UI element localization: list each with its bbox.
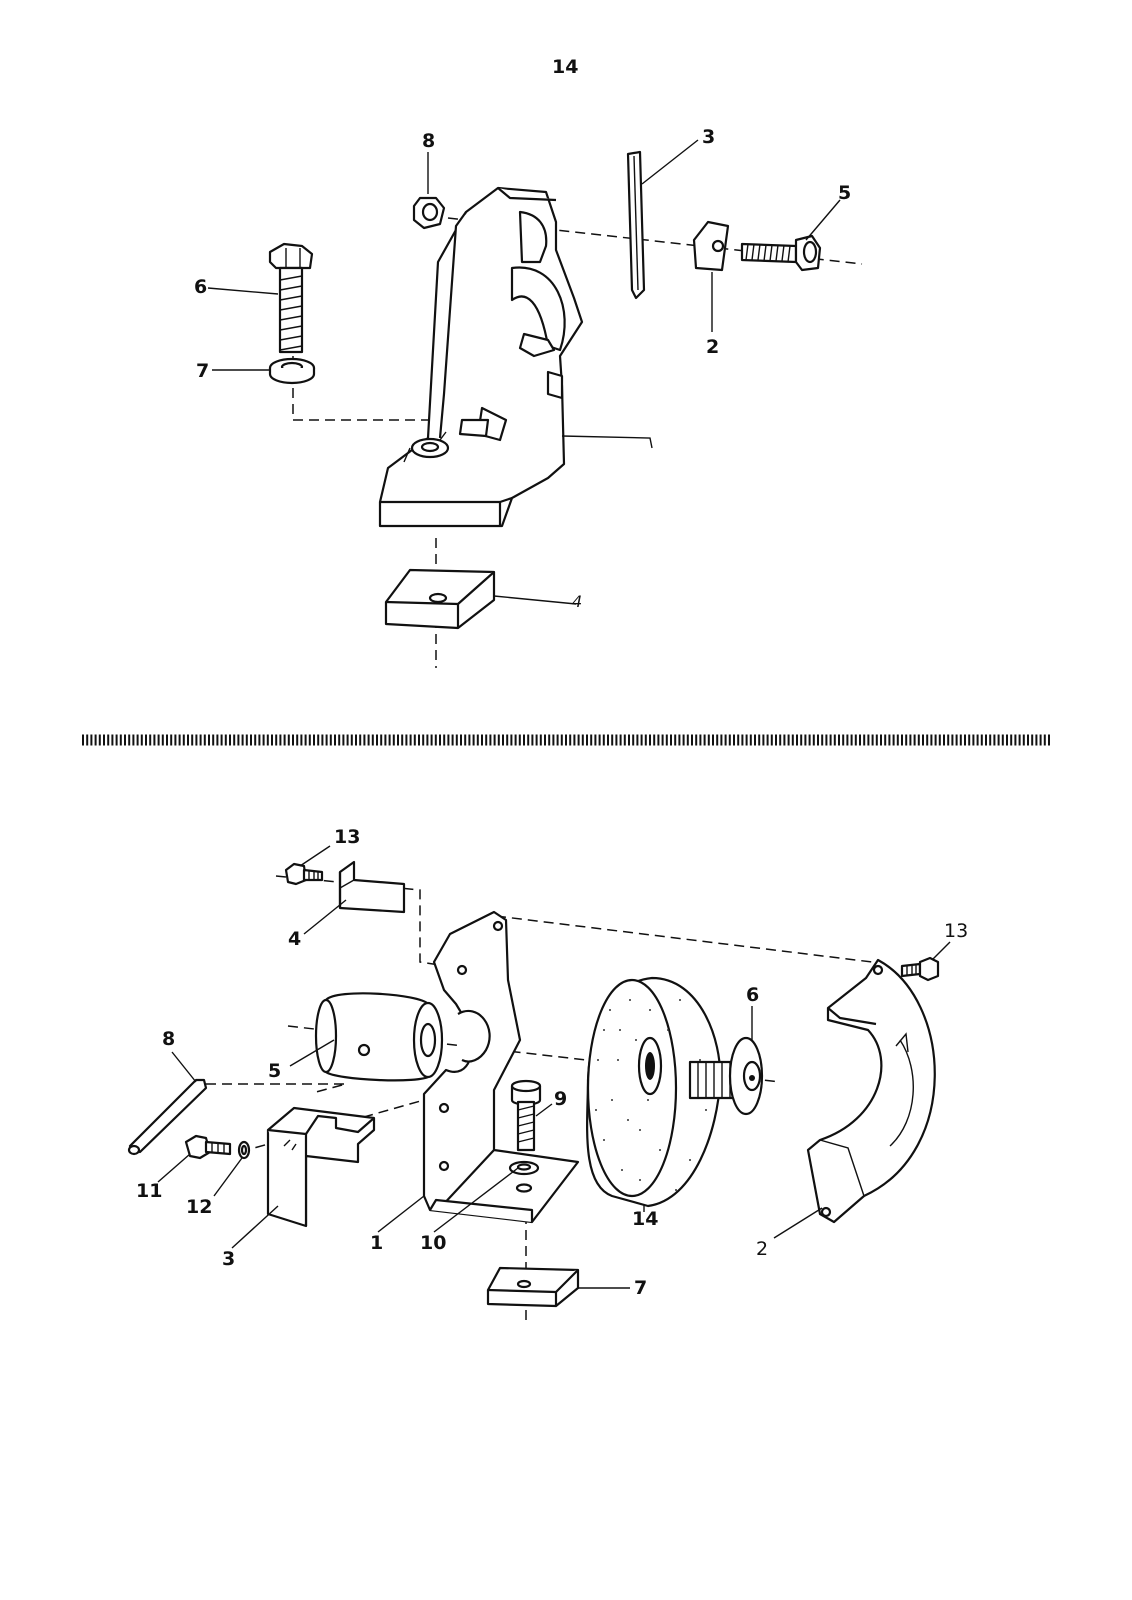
square-washer (692, 220, 730, 272)
axis-line-top-right (495, 915, 873, 963)
hex-screw-small (184, 1134, 232, 1160)
rod-pin (127, 1078, 208, 1156)
screw-top-right (900, 956, 940, 982)
base-plate (384, 568, 496, 630)
leader-12 (213, 1157, 243, 1197)
leader-9 (535, 1103, 553, 1117)
leader-3-bottom (231, 1205, 279, 1249)
wheel-guard (806, 958, 936, 1224)
leader-4 (493, 595, 577, 605)
tool-rest-bracket (266, 1106, 376, 1228)
hex-bolt (268, 242, 314, 354)
callout-bottom-2: 2 (756, 1238, 769, 1260)
leader-5-bottom (289, 1039, 335, 1067)
callout-bottom-12: 12 (186, 1196, 213, 1218)
callout-bottom-13-left: 13 (334, 826, 361, 848)
main-bracket (422, 910, 580, 1224)
callout-bottom-5: 5 (268, 1060, 282, 1082)
pin (626, 150, 646, 300)
leader-body (561, 435, 653, 449)
socket-screw (740, 234, 822, 272)
leader-8-bottom (171, 1051, 197, 1083)
separator-bar (82, 734, 1052, 746)
bottom-exploded-view (127, 845, 951, 1326)
callout-top-3: 3 (702, 126, 716, 148)
bracket-body (378, 186, 584, 528)
leader-13-left (299, 845, 331, 867)
callout-bottom-11: 11 (136, 1180, 163, 1202)
callout-bottom-6: 6 (746, 984, 760, 1006)
callout-bottom-10: 10 (420, 1232, 447, 1254)
screw-top-left (284, 862, 324, 886)
small-angle-bracket (338, 860, 406, 914)
hex-nut (412, 196, 446, 230)
leader-6 (207, 287, 279, 295)
leader-13-right (931, 941, 951, 961)
callout-top-2: 2 (706, 336, 720, 358)
leader-4-bottom (303, 899, 347, 935)
axis-line-bolt (292, 244, 431, 445)
leader-5 (805, 199, 841, 241)
callout-bottom-7: 7 (634, 1277, 648, 1299)
callout-bottom-8: 8 (162, 1028, 176, 1050)
callout-bottom-14: 14 (632, 1208, 659, 1230)
leader-2-bottom (773, 1207, 823, 1239)
socket-bolt (510, 1079, 542, 1152)
rubber-foot (486, 1266, 580, 1308)
axis-line-pin (206, 1083, 347, 1093)
leader-10 (433, 1167, 519, 1233)
callout-top-4: 4 (572, 592, 583, 611)
leader-11 (157, 1153, 191, 1183)
callout-bottom-9: 9 (554, 1088, 568, 1110)
small-washer (237, 1140, 251, 1160)
callout-top-5: 5 (838, 182, 852, 204)
grinding-wheel (586, 976, 722, 1208)
callout-bottom-1: 1 (370, 1232, 384, 1254)
callout-top-8: 8 (422, 130, 436, 152)
callout-bottom-3: 3 (222, 1248, 236, 1270)
leader-1 (377, 1195, 425, 1233)
callout-bottom-4: 4 (288, 928, 302, 950)
bushing (314, 992, 444, 1082)
washer-bottom (508, 1160, 540, 1176)
page-number: 14 (552, 56, 579, 78)
flange-nut (688, 1036, 764, 1116)
callout-top-6: 6 (194, 276, 208, 298)
top-exploded-view (207, 139, 863, 668)
washer (268, 357, 316, 385)
callout-top-7: 7 (196, 360, 210, 382)
leader-3 (641, 139, 699, 185)
callout-bottom-13-right: 13 (944, 920, 969, 942)
